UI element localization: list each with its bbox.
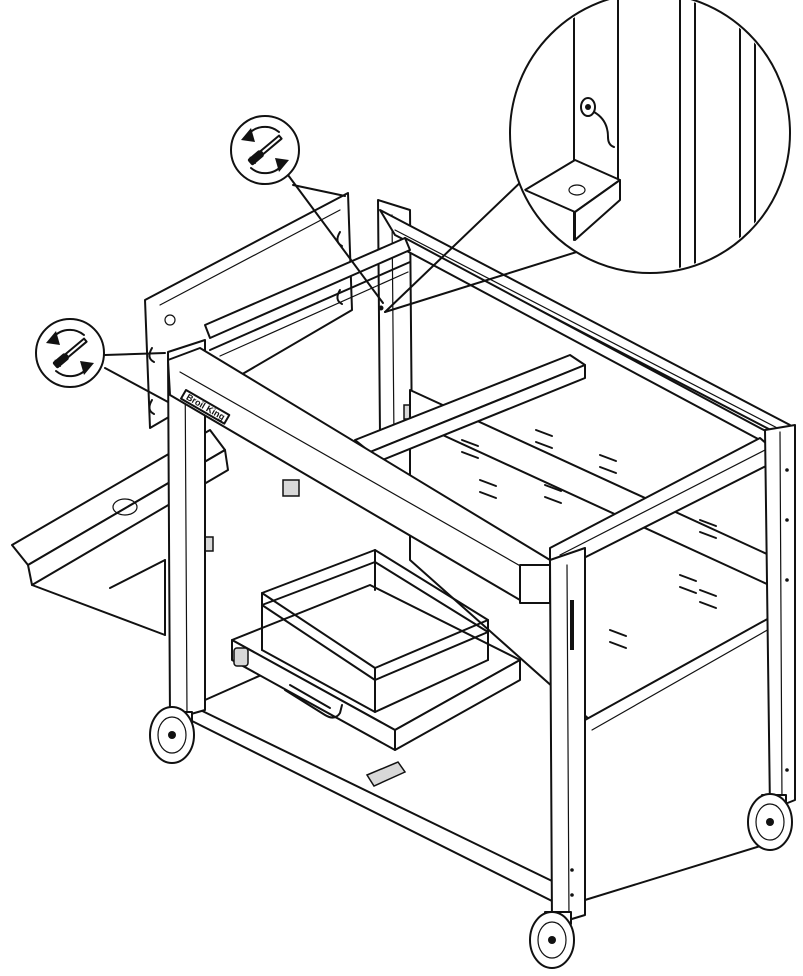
screwdriver-rotate-icon	[230, 115, 300, 185]
front-left-leg	[167, 339, 206, 721]
right-rear-upright	[764, 424, 796, 811]
callout-leaders	[104, 174, 584, 403]
screwdriver-rotate-icon	[35, 318, 105, 388]
detail-callout-icon	[509, 0, 791, 274]
front-top-rail: Broil King	[167, 347, 551, 604]
vent-slots	[461, 429, 717, 649]
caster-rear-right	[747, 793, 793, 851]
storage-basket	[231, 549, 521, 751]
front-right-leg	[549, 547, 586, 926]
caster-front-left	[149, 706, 195, 764]
upper-inner-rails	[204, 237, 776, 449]
bolt-icon	[580, 97, 615, 148]
caster-front-right	[529, 911, 575, 969]
